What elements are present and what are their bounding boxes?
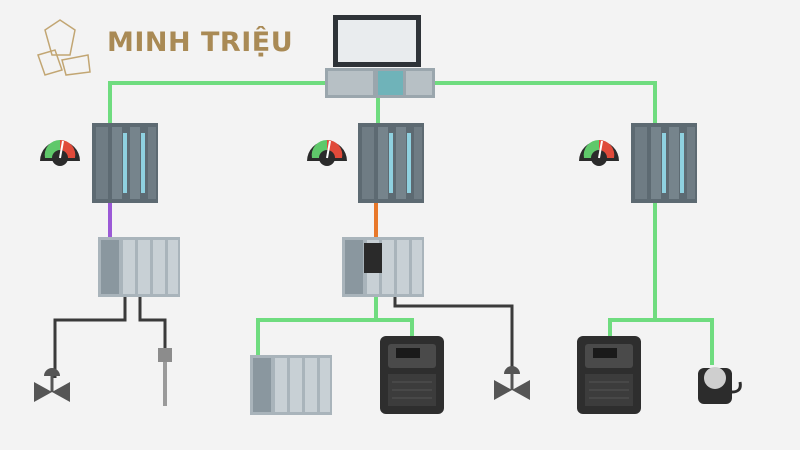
gauge-icon [578,138,620,167]
brand-logo-icon [37,19,91,76]
io-module-left[interactable] [98,237,180,297]
valve-icon [32,366,72,404]
encoder-icon [698,367,742,404]
hmi-monitor[interactable] [333,15,421,67]
drive-center[interactable] [379,335,445,415]
gauge-icon [306,138,348,167]
field-wires [53,296,514,378]
gauge-icon [39,138,81,167]
brand-name: MINH TRIỆU [107,27,294,58]
io-module-center[interactable] [342,237,424,297]
plc-right[interactable] [631,123,697,203]
valve-icon [492,364,532,402]
plc-center[interactable] [358,123,424,203]
io-module-sub[interactable] [250,355,332,415]
controller-rack[interactable] [325,68,435,98]
plc-left[interactable] [92,123,158,203]
temperature-sensor-icon [158,348,172,406]
drive-right[interactable] [576,335,642,415]
